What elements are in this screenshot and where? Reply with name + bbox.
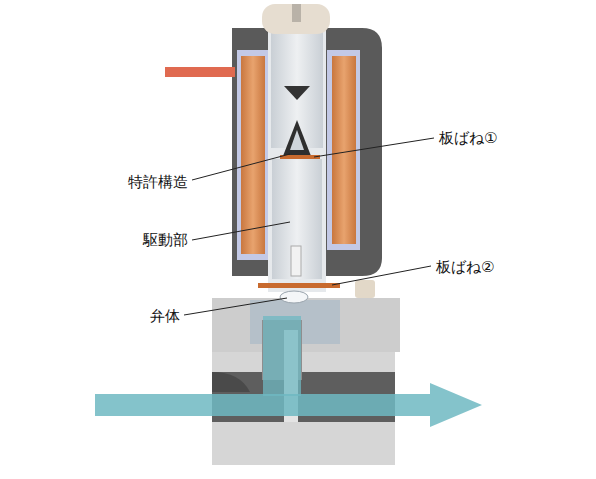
part-label: 板ばね① [439, 129, 497, 147]
flow-up [263, 316, 301, 396]
leader-line [192, 154, 290, 180]
leader-line [332, 266, 431, 285]
lead-wire [165, 67, 235, 77]
leader-line [192, 222, 290, 240]
part-label: 弁体 [150, 307, 180, 325]
bolt [355, 280, 375, 298]
flow-arrow [95, 383, 482, 427]
leaf-spring-2 [258, 283, 340, 288]
part-label: 特許構造 [128, 173, 188, 191]
core-tube [268, 26, 326, 292]
coil-right [332, 56, 356, 244]
screw-slot [292, 4, 301, 22]
patent-structure-inner [290, 130, 304, 150]
plunger [272, 159, 322, 279]
leader-line [314, 138, 434, 157]
part-label: 駆動部 [143, 231, 188, 249]
cone-upper [284, 86, 310, 100]
coil-left [241, 56, 265, 254]
passage-shade [212, 372, 250, 392]
patent-structure [283, 120, 311, 156]
top-screw [262, 4, 330, 34]
plunger-stem [291, 246, 301, 276]
part-label: 板ばね② [436, 258, 494, 276]
leader-line [184, 298, 287, 315]
valve-disc [280, 291, 308, 303]
